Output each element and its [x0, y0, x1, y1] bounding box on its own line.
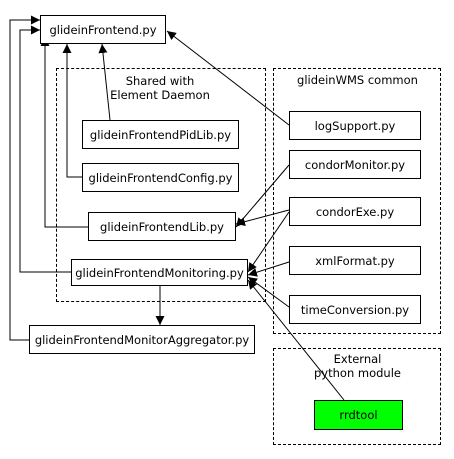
- arrow-condorexe-to-lib: [235, 209, 290, 227]
- node-glideinfrontendlib: glideinFrontendLib.py: [88, 212, 236, 241]
- node-condormonitor: condorMonitor.py: [289, 150, 421, 179]
- node-glideinfrontendpidlib: glideinFrontendPidLib.py: [82, 120, 239, 149]
- arrow-lib-to-frontend: [40, 37, 88, 228]
- group-shared-title: Shared with Element Daemon: [100, 74, 220, 102]
- arrow-condorexe-to-monitoring: [247, 211, 290, 273]
- group-shared-title-line2: Element Daemon: [110, 88, 210, 102]
- node-glideinfrontendmonitoraggregator: glideinFrontendMonitorAggregator.py: [29, 325, 255, 354]
- group-external-python-module: [273, 348, 441, 445]
- arrow-rrdtool-to-monitoring: [247, 279, 345, 401]
- group-shared-title-line1: Shared with: [125, 74, 195, 88]
- node-xmlformat: xmlFormat.py: [289, 246, 421, 275]
- arrow-monitoring-to-frontend: [19, 25, 71, 273]
- group-glideinwms-common: [273, 68, 441, 334]
- arrow-logsupport-to-frontend: [166, 30, 290, 126]
- arrow-aggregator-to-frontend: [9, 15, 40, 341]
- group-common-title: glideinWMS common: [297, 73, 418, 87]
- arrow-condormonitor-to-lib: [235, 164, 290, 228]
- node-logsupport: logSupport.py: [289, 111, 421, 140]
- arrow-pidlib-to-frontend: [98, 43, 111, 121]
- group-external-title: External python module: [280, 352, 435, 380]
- node-glideinfrontendconfig: glideinFrontendConfig.py: [82, 163, 239, 192]
- group-shared-with-element-daemon: [56, 68, 266, 302]
- node-timeconversion: timeConversion.py: [289, 295, 421, 324]
- node-condorexe: condorExe.py: [289, 197, 421, 226]
- node-glideinfrontend: glideinFrontend.py: [40, 15, 166, 44]
- node-glideinfrontendmonitoring: glideinFrontendMonitoring.py: [71, 259, 248, 286]
- node-rrdtool: rrdtool: [314, 400, 403, 430]
- group-external-title-line1: External: [333, 352, 382, 366]
- arrow-config-to-frontend: [62, 44, 82, 178]
- group-external-title-line2: python module: [314, 366, 401, 380]
- arrow-xmlformat-to-monitoring: [247, 261, 290, 277]
